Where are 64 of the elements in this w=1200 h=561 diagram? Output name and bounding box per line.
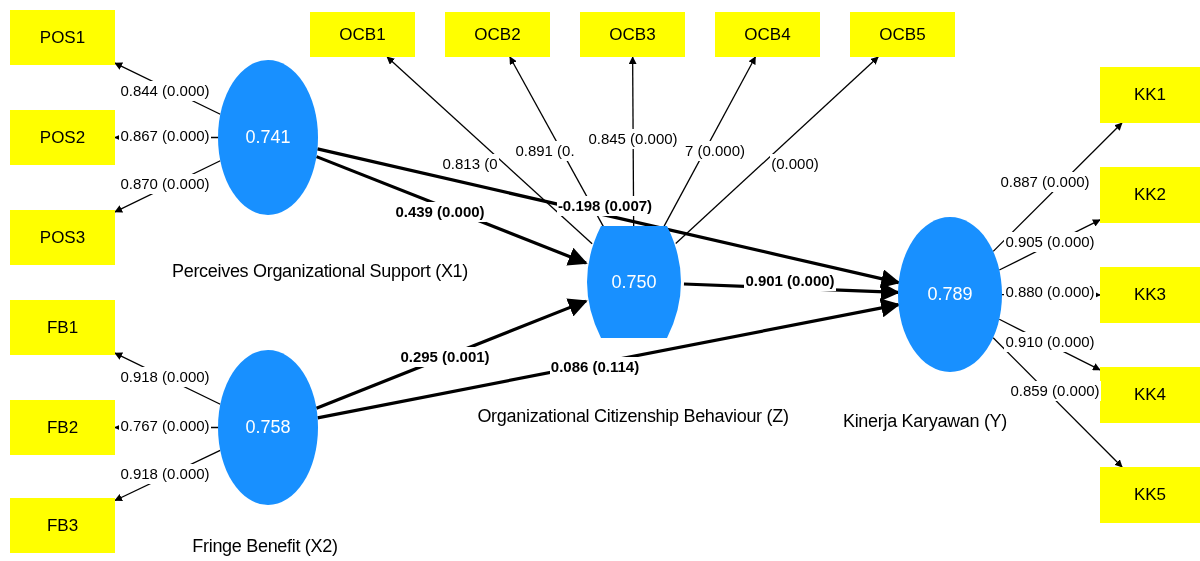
indicator-label: OCB2 bbox=[474, 23, 521, 46]
indicator-label: FB2 bbox=[46, 416, 79, 439]
indicator-box bbox=[1100, 367, 1200, 423]
indicator-label: KK1 bbox=[1133, 84, 1167, 107]
indicator-box bbox=[10, 300, 115, 355]
r-square-value: 0.758 bbox=[245, 416, 291, 439]
indicator-box bbox=[850, 12, 955, 57]
path-coefficient-label: 0.086 (0.114) bbox=[549, 357, 641, 377]
indicator-label: POS1 bbox=[39, 26, 86, 49]
construct-ellipse bbox=[898, 217, 1002, 372]
indicator-label: OCB4 bbox=[744, 23, 791, 46]
path-coefficient-label: 0.910 (0.000) bbox=[1004, 332, 1096, 352]
indicator-box bbox=[10, 10, 115, 65]
arrow bbox=[675, 56, 879, 245]
construct-name: Organizational Citizenship Behaviour (Z) bbox=[476, 405, 790, 428]
indicator-box bbox=[445, 12, 550, 57]
path-coefficient-label: 0.918 (0.000) bbox=[119, 367, 211, 387]
r-square-value: 0.750 bbox=[611, 270, 657, 294]
path-coefficient-label: (0.000) bbox=[770, 154, 820, 174]
path-coefficient-label: 0.891 (0. bbox=[514, 141, 576, 161]
indicator-label: KK5 bbox=[1133, 484, 1167, 507]
path-coefficient-label: 0.887 (0.000) bbox=[999, 172, 1091, 192]
indicator-box bbox=[1100, 167, 1200, 223]
indicator-box bbox=[1100, 67, 1200, 123]
construct-name: Perceives Organizational Support (X1) bbox=[170, 260, 470, 283]
indicator-label: KK3 bbox=[1133, 284, 1167, 307]
path-coefficient-label: 0.845 (0.000) bbox=[587, 129, 679, 149]
path-coefficient-label: 0.918 (0.000) bbox=[119, 464, 211, 484]
indicator-box bbox=[1100, 467, 1200, 523]
construct-ellipse bbox=[218, 350, 318, 505]
path-coefficient-label: 0.859 (0.000) bbox=[1009, 381, 1101, 401]
indicator-box bbox=[10, 400, 115, 455]
indicator-box bbox=[580, 12, 685, 57]
path-coefficient-label: 0.905 (0.000) bbox=[1004, 232, 1096, 252]
construct-name: Kinerja Karyawan (Y) bbox=[841, 410, 1009, 433]
path-coefficient-label: 0.439 (0.000) bbox=[394, 202, 486, 222]
path-coefficient-label: 0.813 (0 bbox=[441, 154, 499, 174]
path-coefficient-label: 7 (0.000) bbox=[683, 141, 746, 161]
indicator-label: POS2 bbox=[39, 126, 86, 149]
arrow bbox=[317, 147, 901, 289]
path-coefficient-label: -0.198 (0.007) bbox=[556, 196, 654, 216]
r-square-value: 0.789 bbox=[927, 283, 973, 306]
indicator-label: FB1 bbox=[46, 316, 79, 339]
indicator-label: OCB5 bbox=[879, 23, 926, 46]
indicator-box bbox=[10, 110, 115, 165]
indicator-label: OCB1 bbox=[339, 23, 386, 46]
path-coefficient-label: 0.844 (0.000) bbox=[119, 81, 211, 101]
indicator-label: POS3 bbox=[39, 226, 86, 249]
arrow bbox=[663, 56, 756, 227]
indicator-box bbox=[10, 210, 115, 265]
path-coefficient-label: 0.295 (0.001) bbox=[399, 347, 491, 367]
indicator-box bbox=[1100, 267, 1200, 323]
indicator-label: KK4 bbox=[1133, 384, 1167, 407]
construct-name: Fringe Benefit (X2) bbox=[191, 535, 339, 558]
indicator-label: KK2 bbox=[1133, 184, 1167, 207]
indicator-box bbox=[10, 498, 115, 553]
construct-ellipse bbox=[218, 60, 318, 215]
indicator-box bbox=[310, 12, 415, 57]
r-square-value: 0.741 bbox=[245, 126, 291, 149]
arrow bbox=[386, 56, 593, 245]
indicator-label: FB3 bbox=[46, 514, 79, 537]
path-coefficient-label: 0.870 (0.000) bbox=[119, 174, 211, 194]
indicator-box bbox=[715, 12, 820, 57]
indicator-label: OCB3 bbox=[609, 23, 656, 46]
